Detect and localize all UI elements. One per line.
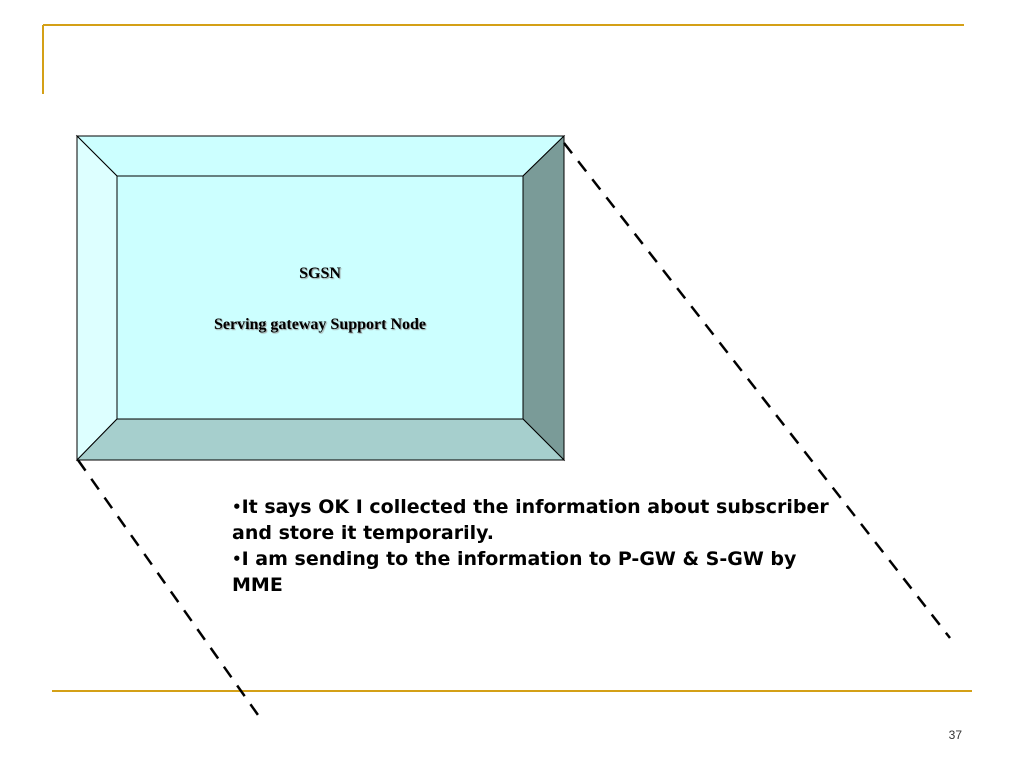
bullet-text: I am sending to the information to P-GW … xyxy=(232,548,797,596)
callout-line-right xyxy=(563,142,951,639)
box-subtitle: Serving gateway Support Node xyxy=(213,316,426,333)
box-face xyxy=(116,175,524,420)
box-label: SGSN Serving gateway Support Node xyxy=(117,176,523,419)
page-number: 37 xyxy=(948,728,962,742)
bevel-left-face xyxy=(76,134,118,462)
bullet-marker: • xyxy=(232,550,242,568)
bevel-bottom-face xyxy=(75,418,566,461)
bullet-item: •I am sending to the information to P-GW… xyxy=(232,546,852,598)
bullet-text: It says OK I collected the information a… xyxy=(232,496,829,544)
bullet-marker: • xyxy=(232,498,242,516)
bullet-item: •It says OK I collected the information … xyxy=(232,494,852,546)
box-title: SGSN xyxy=(299,265,341,282)
bullet-list: •It says OK I collected the information … xyxy=(232,494,852,598)
bevel-top-face xyxy=(75,135,566,177)
bevel-right-face xyxy=(522,134,565,462)
sgsn-bevel-box xyxy=(75,134,566,462)
callout-line-left xyxy=(76,459,260,716)
